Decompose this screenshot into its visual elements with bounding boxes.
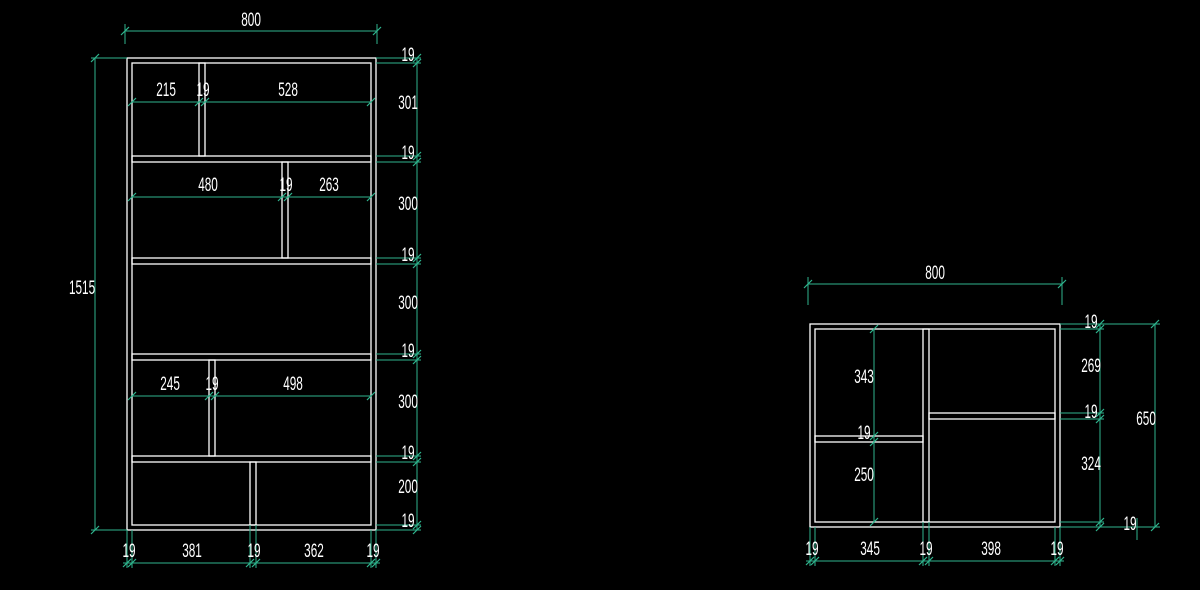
right-overall-height-label: 650 bbox=[1136, 409, 1156, 429]
left-row2-left-label: 480 bbox=[198, 175, 218, 195]
right-bottom-bay-right-label: 398 bbox=[981, 539, 1001, 559]
left-row1-dimension: 215 19 528 bbox=[127, 80, 376, 107]
right-cabinet-right-shelf bbox=[928, 412, 1056, 420]
left-right-row4-label: 300 bbox=[398, 392, 418, 412]
left-shelf-1 bbox=[131, 155, 372, 163]
left-row2-divider-label: 19 bbox=[279, 175, 292, 195]
left-bottom-side-left-label: 19 bbox=[122, 541, 135, 561]
left-bottom-bay-right-label: 362 bbox=[304, 541, 324, 561]
right-cabinet-left-shelf bbox=[814, 435, 924, 443]
left-right-top-board-label: 19 bbox=[401, 45, 414, 65]
left-row4-dimension: 245 19 498 bbox=[127, 374, 376, 401]
right-right-top-board-label: 19 bbox=[1084, 312, 1097, 332]
left-right-board3-label: 19 bbox=[401, 245, 414, 265]
right-bottom-chain-dimension: 19 345 19 398 19 bbox=[805, 522, 1065, 566]
left-overall-height-label: 1515 bbox=[69, 278, 95, 298]
left-right-row3-label: 300 bbox=[398, 293, 418, 313]
left-bottom-bay-left-label: 381 bbox=[182, 541, 202, 561]
left-right-chain-dimension: 19 301 19 300 19 300 19 300 19 200 19 bbox=[376, 45, 422, 535]
left-bottom-chain-dimension: 19 381 19 362 19 bbox=[122, 525, 381, 568]
left-row1-divider-label: 19 bbox=[196, 80, 209, 100]
left-row2-dimension: 480 19 263 bbox=[127, 175, 376, 202]
right-right-upper-label: 269 bbox=[1081, 356, 1101, 376]
right-bottom-side-left-label: 19 bbox=[805, 539, 818, 559]
left-row1-left-label: 215 bbox=[156, 80, 176, 100]
right-bottom-side-right-label: 19 bbox=[1050, 539, 1063, 559]
right-cabinet-center-divider bbox=[922, 328, 930, 523]
right-right-bottom-board-label: 19 bbox=[1123, 514, 1136, 534]
left-overall-width-label: 800 bbox=[241, 10, 261, 30]
left-top-width-dimension: 800 bbox=[120, 10, 382, 44]
left-right-row2-label: 300 bbox=[398, 194, 418, 214]
left-right-row5-label: 200 bbox=[398, 477, 418, 497]
right-top-width-dimension: 800 bbox=[803, 263, 1067, 305]
left-shelf-4 bbox=[131, 455, 372, 463]
left-height-dimension: 1515 bbox=[69, 53, 127, 535]
right-right-lower-label: 324 bbox=[1081, 454, 1101, 474]
right-bottom-divider-label: 19 bbox=[919, 539, 932, 559]
left-cabinet-outer-outline bbox=[126, 57, 377, 531]
left-bottom-side-right-label: 19 bbox=[366, 541, 379, 561]
right-height-dimension: 650 bbox=[1104, 319, 1160, 532]
left-bottom-divider-label: 19 bbox=[247, 541, 260, 561]
left-row2-right-label: 263 bbox=[319, 175, 339, 195]
left-divider-row5 bbox=[249, 461, 257, 526]
right-left-upper-label: 343 bbox=[854, 367, 874, 387]
right-cabinet-outer-outline bbox=[809, 323, 1061, 528]
right-right-chain-dimension: 19 269 19 324 19 bbox=[1060, 312, 1138, 540]
right-left-shelf-label: 19 bbox=[857, 423, 870, 443]
left-right-board2-label: 19 bbox=[401, 143, 414, 163]
left-divider-row2 bbox=[281, 161, 289, 259]
right-overall-width-label: 800 bbox=[925, 263, 945, 283]
right-cabinet-inner-outline bbox=[814, 328, 1056, 523]
left-divider-row1 bbox=[198, 62, 206, 157]
left-row4-right-label: 498 bbox=[283, 374, 303, 394]
left-right-board4-label: 19 bbox=[401, 341, 414, 361]
left-row4-left-label: 245 bbox=[160, 374, 180, 394]
left-shelf-2 bbox=[131, 257, 372, 265]
right-left-lower-label: 250 bbox=[854, 465, 874, 485]
left-right-row1-label: 301 bbox=[398, 93, 418, 113]
right-right-shelf-label: 19 bbox=[1084, 402, 1097, 422]
left-right-bottom-board-label: 19 bbox=[401, 511, 414, 531]
right-cabinet-elevation bbox=[809, 323, 1061, 528]
left-right-board5-label: 19 bbox=[401, 443, 414, 463]
left-row4-divider-label: 19 bbox=[205, 374, 218, 394]
right-bottom-bay-left-label: 345 bbox=[860, 539, 880, 559]
left-row1-right-label: 528 bbox=[278, 80, 298, 100]
left-divider-row4 bbox=[208, 359, 216, 457]
left-cabinet-elevation bbox=[126, 57, 377, 531]
left-shelf-3 bbox=[131, 353, 372, 361]
right-left-bay-dimension: 343 19 250 bbox=[854, 324, 879, 527]
